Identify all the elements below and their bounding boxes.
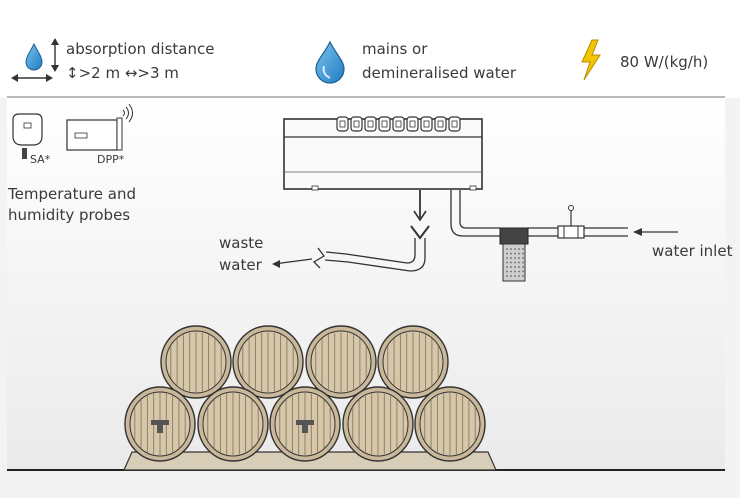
water-filter: [499, 227, 529, 282]
barrel: [414, 386, 486, 462]
wireless-icon: [122, 103, 133, 123]
barrel: [342, 386, 414, 462]
water-inlet-label: water inlet: [652, 242, 733, 260]
barrel: [305, 325, 377, 399]
absorption-icon: [11, 38, 59, 82]
absorption-values: ↕>2 m ↔>3 m: [66, 64, 179, 82]
drain-pipe: [324, 238, 426, 272]
water-drop-icon: [315, 40, 345, 84]
probe-sa-label: SA*: [30, 153, 51, 166]
probes-caption-line1: Temperature and: [8, 185, 137, 203]
probe-dpp-icon: [66, 117, 123, 151]
nozzle: [336, 116, 349, 132]
probes-caption-line2: humidity probes: [8, 206, 131, 224]
probe-sa-icon: [12, 113, 43, 159]
probe-dpp-label: DPP*: [97, 153, 125, 166]
barrel: [197, 386, 269, 462]
barrel-stack: [123, 325, 497, 471]
nozzle: [378, 116, 391, 132]
nozzle: [406, 116, 419, 132]
barrel: [124, 386, 196, 462]
absorption-title: absorption distance: [66, 40, 215, 58]
drain-funnel: [410, 225, 430, 240]
barrel-tap: [296, 420, 314, 433]
nozzle: [364, 116, 377, 132]
power-consumption: 80 W/(kg/h): [620, 53, 709, 71]
barrel: [269, 386, 341, 462]
barrel: [160, 325, 232, 399]
water-type-line2: demineralised water: [362, 64, 517, 82]
nozzle: [350, 116, 363, 132]
nozzle: [434, 116, 447, 132]
water-type-line1: mains or: [362, 40, 428, 58]
nozzle: [448, 116, 461, 132]
shutoff-valve: [557, 205, 585, 239]
barrel: [377, 325, 449, 399]
nozzle: [420, 116, 433, 132]
legend-band: [0, 0, 740, 98]
barrel-tap: [151, 420, 169, 433]
nozzle-row: [336, 116, 461, 132]
waste-water-label-line1: waste: [219, 234, 264, 252]
lightning-icon: [581, 39, 601, 81]
nozzle: [392, 116, 405, 132]
waste-water-label-line2: water: [219, 256, 262, 274]
pipe-break: [312, 247, 325, 269]
barrel: [232, 325, 304, 399]
